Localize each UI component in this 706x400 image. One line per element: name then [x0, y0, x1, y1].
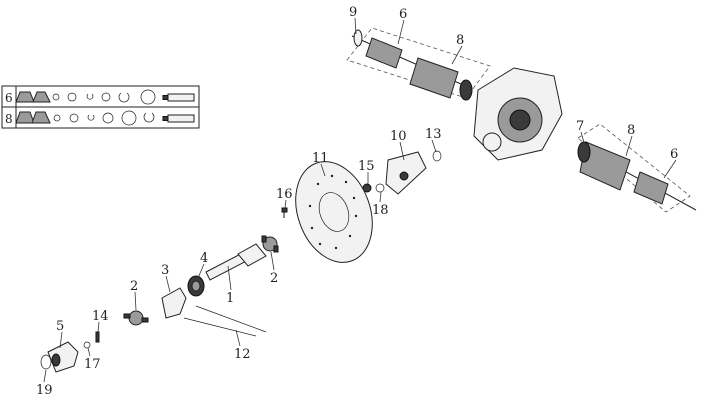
callout-6: 6 [670, 147, 678, 162]
bolt [281, 207, 288, 218]
brake-disc [295, 161, 373, 263]
seal-ring [40, 354, 52, 370]
washer [83, 341, 91, 349]
kit-number: 6 [5, 91, 13, 105]
clip-icon [69, 113, 79, 123]
kit-table: 6 8 [1, 85, 200, 129]
callout-3: 3 [161, 263, 169, 278]
callout-2: 2 [130, 279, 138, 294]
kit-row-8: 8 [5, 110, 195, 126]
bolt [95, 331, 100, 343]
callout-19: 19 [36, 383, 53, 398]
universal-joint [261, 235, 279, 253]
clip-icon [67, 92, 77, 102]
callout-9: 9 [349, 5, 357, 20]
ring-icon [53, 114, 61, 122]
large-ring-icon [121, 110, 137, 126]
cable [183, 305, 267, 337]
kit-row-6: 6 [5, 89, 195, 105]
callout-12: 12 [234, 347, 251, 362]
yoke [161, 287, 187, 319]
circlip-icon [87, 114, 95, 121]
propshaft [205, 243, 267, 281]
output-yoke [385, 151, 427, 195]
callout-17: 17 [84, 357, 101, 372]
callout-6: 6 [399, 7, 407, 22]
large-ring-icon [140, 89, 156, 105]
circlip-icon [86, 93, 94, 100]
callouts: 9 6 8 7 8 6 10 13 11 15 18 16 2 1 4 3 2 … [36, 5, 678, 398]
callout-13: 13 [425, 127, 442, 142]
ring-icon [143, 112, 155, 123]
callout-16: 16 [276, 187, 293, 202]
grease-tube-icon [162, 93, 195, 102]
leader-lines [43, 17, 677, 383]
universal-joint [123, 310, 149, 326]
ring-icon [52, 93, 60, 101]
cone-boot-icon [31, 111, 51, 124]
callout-10: 10 [390, 129, 407, 144]
callout-15: 15 [358, 159, 375, 174]
callout-18: 18 [372, 203, 389, 218]
callout-5: 5 [56, 319, 64, 334]
snap-ring-icon [101, 92, 111, 102]
callout-1: 1 [226, 291, 234, 306]
kit-number: 8 [5, 112, 13, 126]
cone-boot-icon [32, 91, 51, 103]
differential-housing [473, 67, 563, 161]
callout-2: 2 [270, 271, 278, 286]
boot [187, 275, 205, 297]
callout-14: 14 [92, 309, 109, 324]
callout-7: 7 [576, 119, 584, 134]
grease-tube-icon [162, 114, 195, 123]
callout-8: 8 [627, 123, 635, 138]
front-yoke [47, 341, 79, 373]
upper-drive-axle [346, 27, 491, 101]
callout-11: 11 [312, 151, 329, 166]
right-drive-axle [577, 123, 697, 213]
seal-ring [432, 150, 442, 162]
snap-ring-icon [102, 112, 114, 124]
callout-4: 4 [200, 251, 208, 266]
ring-icon [118, 92, 130, 103]
callout-8: 8 [456, 33, 464, 48]
washer [375, 183, 385, 193]
